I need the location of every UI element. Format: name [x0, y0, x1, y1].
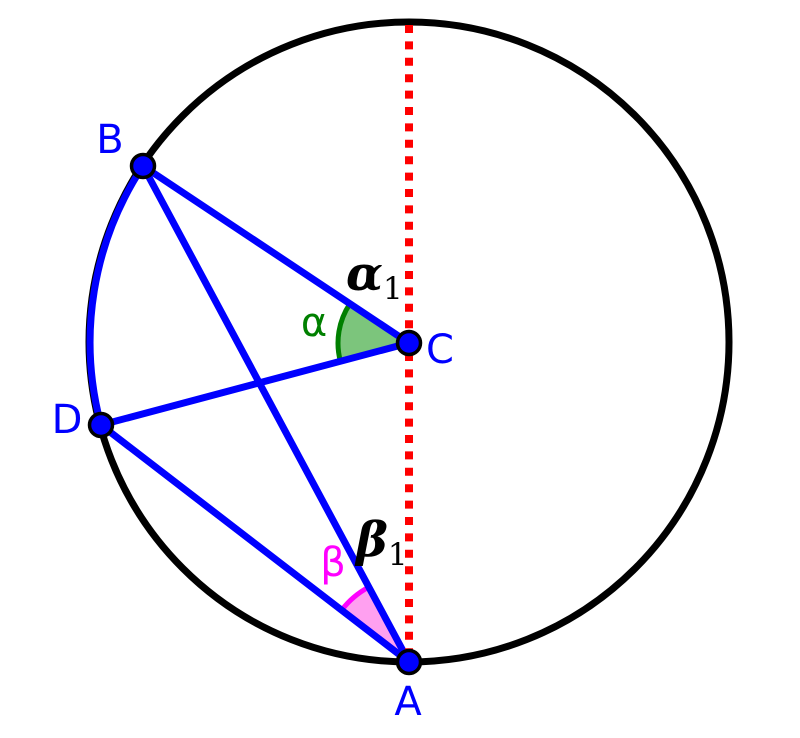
point-A-dot[interactable] [395, 648, 423, 676]
arc-BD-blue [86, 162, 147, 429]
point-D-dot[interactable] [87, 411, 115, 439]
angle-beta1-label: β1 [354, 512, 408, 573]
angle-alpha1-label-main: α [346, 246, 383, 302]
point-A-label: A [394, 679, 422, 725]
angle-alpha1-label-subscript: 1 [383, 271, 403, 307]
angle-beta-label: β [320, 540, 346, 586]
angle-alpha-label: α [301, 300, 327, 346]
radius-C-D [97, 339, 413, 429]
angle-beta1-label-main: β [354, 512, 388, 568]
chord-A-D [97, 421, 413, 666]
point-C-label: C [426, 327, 454, 373]
point-D-label: D [52, 397, 83, 443]
angle-beta1-label-subscript: 1 [388, 537, 408, 573]
chord-A-B [139, 162, 413, 666]
point-C-dot[interactable] [395, 329, 423, 357]
radius-C-B [139, 162, 413, 347]
angle-alpha1-label: α1 [346, 246, 403, 307]
point-B-dot[interactable] [129, 152, 157, 180]
point-B-label: B [96, 117, 123, 163]
